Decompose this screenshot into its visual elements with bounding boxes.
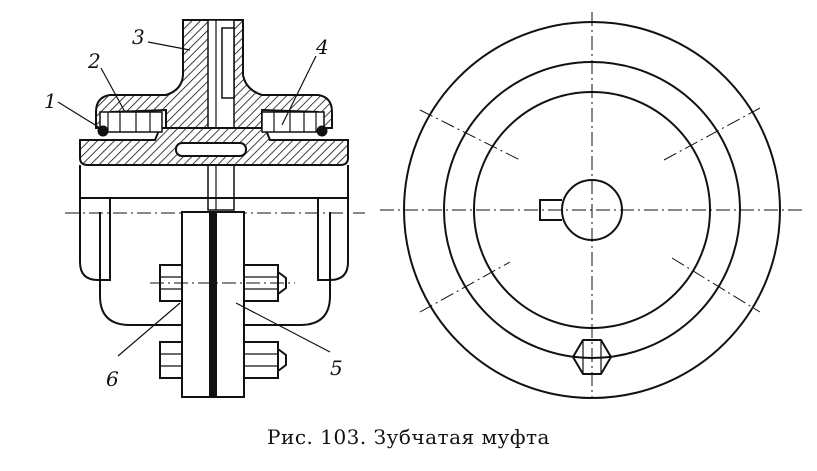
leader-2 — [100, 67, 126, 113]
front-view — [380, 12, 805, 399]
key — [175, 142, 247, 157]
figure-caption: Рис. 103. Зубчатая муфта — [267, 425, 550, 449]
teeth-right — [261, 111, 325, 133]
leader-1 — [57, 101, 101, 129]
teeth-left — [99, 111, 163, 133]
label-part-1: 1 — [44, 89, 57, 113]
bolt-top — [150, 264, 295, 302]
coupling-drawing: 1 2 3 4 5 6 — [44, 12, 805, 399]
seal-1-left — [97, 125, 109, 137]
seal-1-right — [316, 125, 328, 137]
label-part-5: 5 — [330, 356, 343, 380]
leader-6 — [117, 302, 181, 357]
label-part-2: 2 — [87, 49, 101, 73]
diag-axis-1 — [419, 109, 521, 161]
bolt-bottom — [159, 341, 287, 379]
flange-gap — [209, 212, 217, 397]
label-part-3: 3 — [132, 25, 145, 49]
side-section-view: 1 2 3 4 5 6 — [44, 19, 365, 398]
diag-axis-4 — [671, 257, 761, 313]
diag-axis-2 — [663, 107, 761, 161]
label-part-4: 4 — [315, 35, 329, 59]
leader-5 — [235, 302, 331, 353]
keyway — [539, 199, 562, 221]
leader-4 — [281, 55, 317, 126]
bolt-hole — [221, 27, 235, 99]
label-part-6: 6 — [106, 367, 119, 391]
leader-3 — [147, 41, 191, 51]
diag-axis-3 — [419, 261, 511, 313]
